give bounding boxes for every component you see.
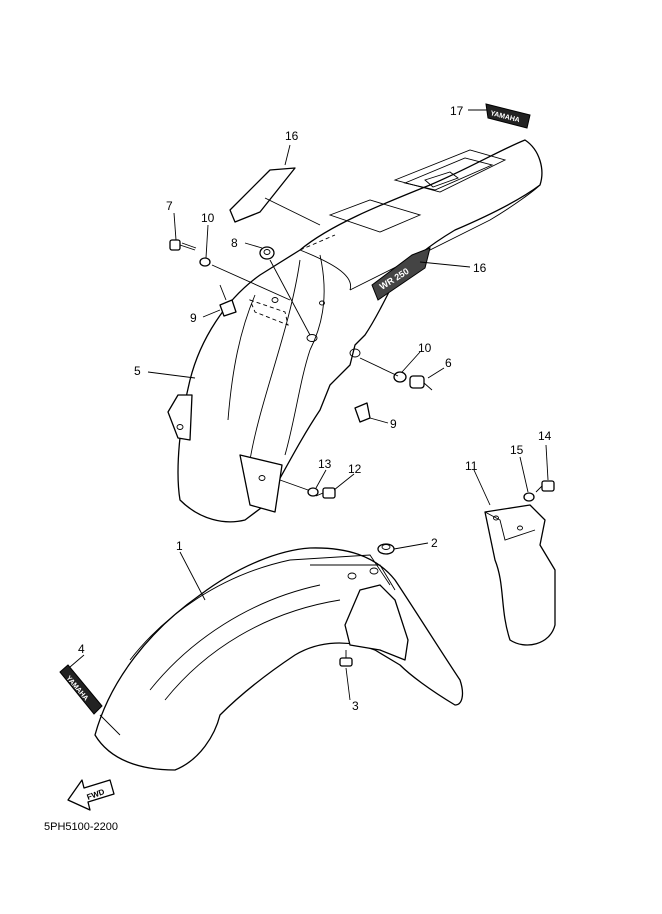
washer-10-right: [393, 371, 407, 383]
rear-fender-tail-decal: YAMAHA: [485, 103, 531, 129]
callout-6: 6: [445, 356, 452, 370]
fwd-arrow: FWD: [67, 779, 115, 811]
diagram-code: 5PH5100-2200: [44, 821, 118, 833]
bolt-12: [315, 487, 336, 499]
callout-17: 17: [450, 104, 464, 118]
collar-2: [377, 543, 395, 555]
callout-16-side: 16: [473, 261, 487, 275]
callout-10-top: 10: [201, 211, 215, 225]
bolt-7: [169, 239, 197, 251]
callout-11: 11: [465, 459, 478, 473]
callout-2: 2: [431, 536, 438, 550]
mud-flap: [484, 504, 556, 646]
washer-13: [307, 487, 319, 497]
callout-14: 14: [538, 429, 552, 443]
callout-9-left: 9: [190, 311, 197, 325]
front-fender: [94, 547, 464, 771]
callout-16-top: 16: [285, 129, 299, 143]
callout-9-right: 9: [390, 417, 397, 431]
callout-1: 1: [176, 539, 183, 553]
callout-10-right: 10: [418, 341, 432, 355]
callout-3: 3: [352, 699, 359, 713]
callout-4: 4: [78, 642, 85, 656]
callout-13: 13: [318, 457, 332, 471]
callouts: 16 17 7 10 8 16 9 10 6 5 9 15 14 11 13 1…: [78, 104, 552, 713]
bolt-3: [339, 650, 353, 667]
callout-8: 8: [231, 236, 238, 250]
leader-lines: [69, 109, 549, 736]
callout-15: 15: [510, 443, 524, 457]
callout-7: 7: [166, 199, 173, 213]
front-fender-decal: YAMAHA: [59, 664, 103, 715]
nut-9-left: [219, 299, 237, 317]
screw-14: [535, 480, 555, 493]
grommet-8: [259, 246, 275, 260]
washer-10-top: [199, 257, 211, 267]
loose-decal: [229, 167, 296, 223]
bolt-6: [409, 375, 433, 391]
nut-9-right: [354, 402, 371, 423]
callout-12: 12: [348, 462, 362, 476]
callout-5: 5: [134, 364, 141, 378]
rear-fender: [167, 139, 543, 523]
washer-15: [523, 492, 535, 502]
